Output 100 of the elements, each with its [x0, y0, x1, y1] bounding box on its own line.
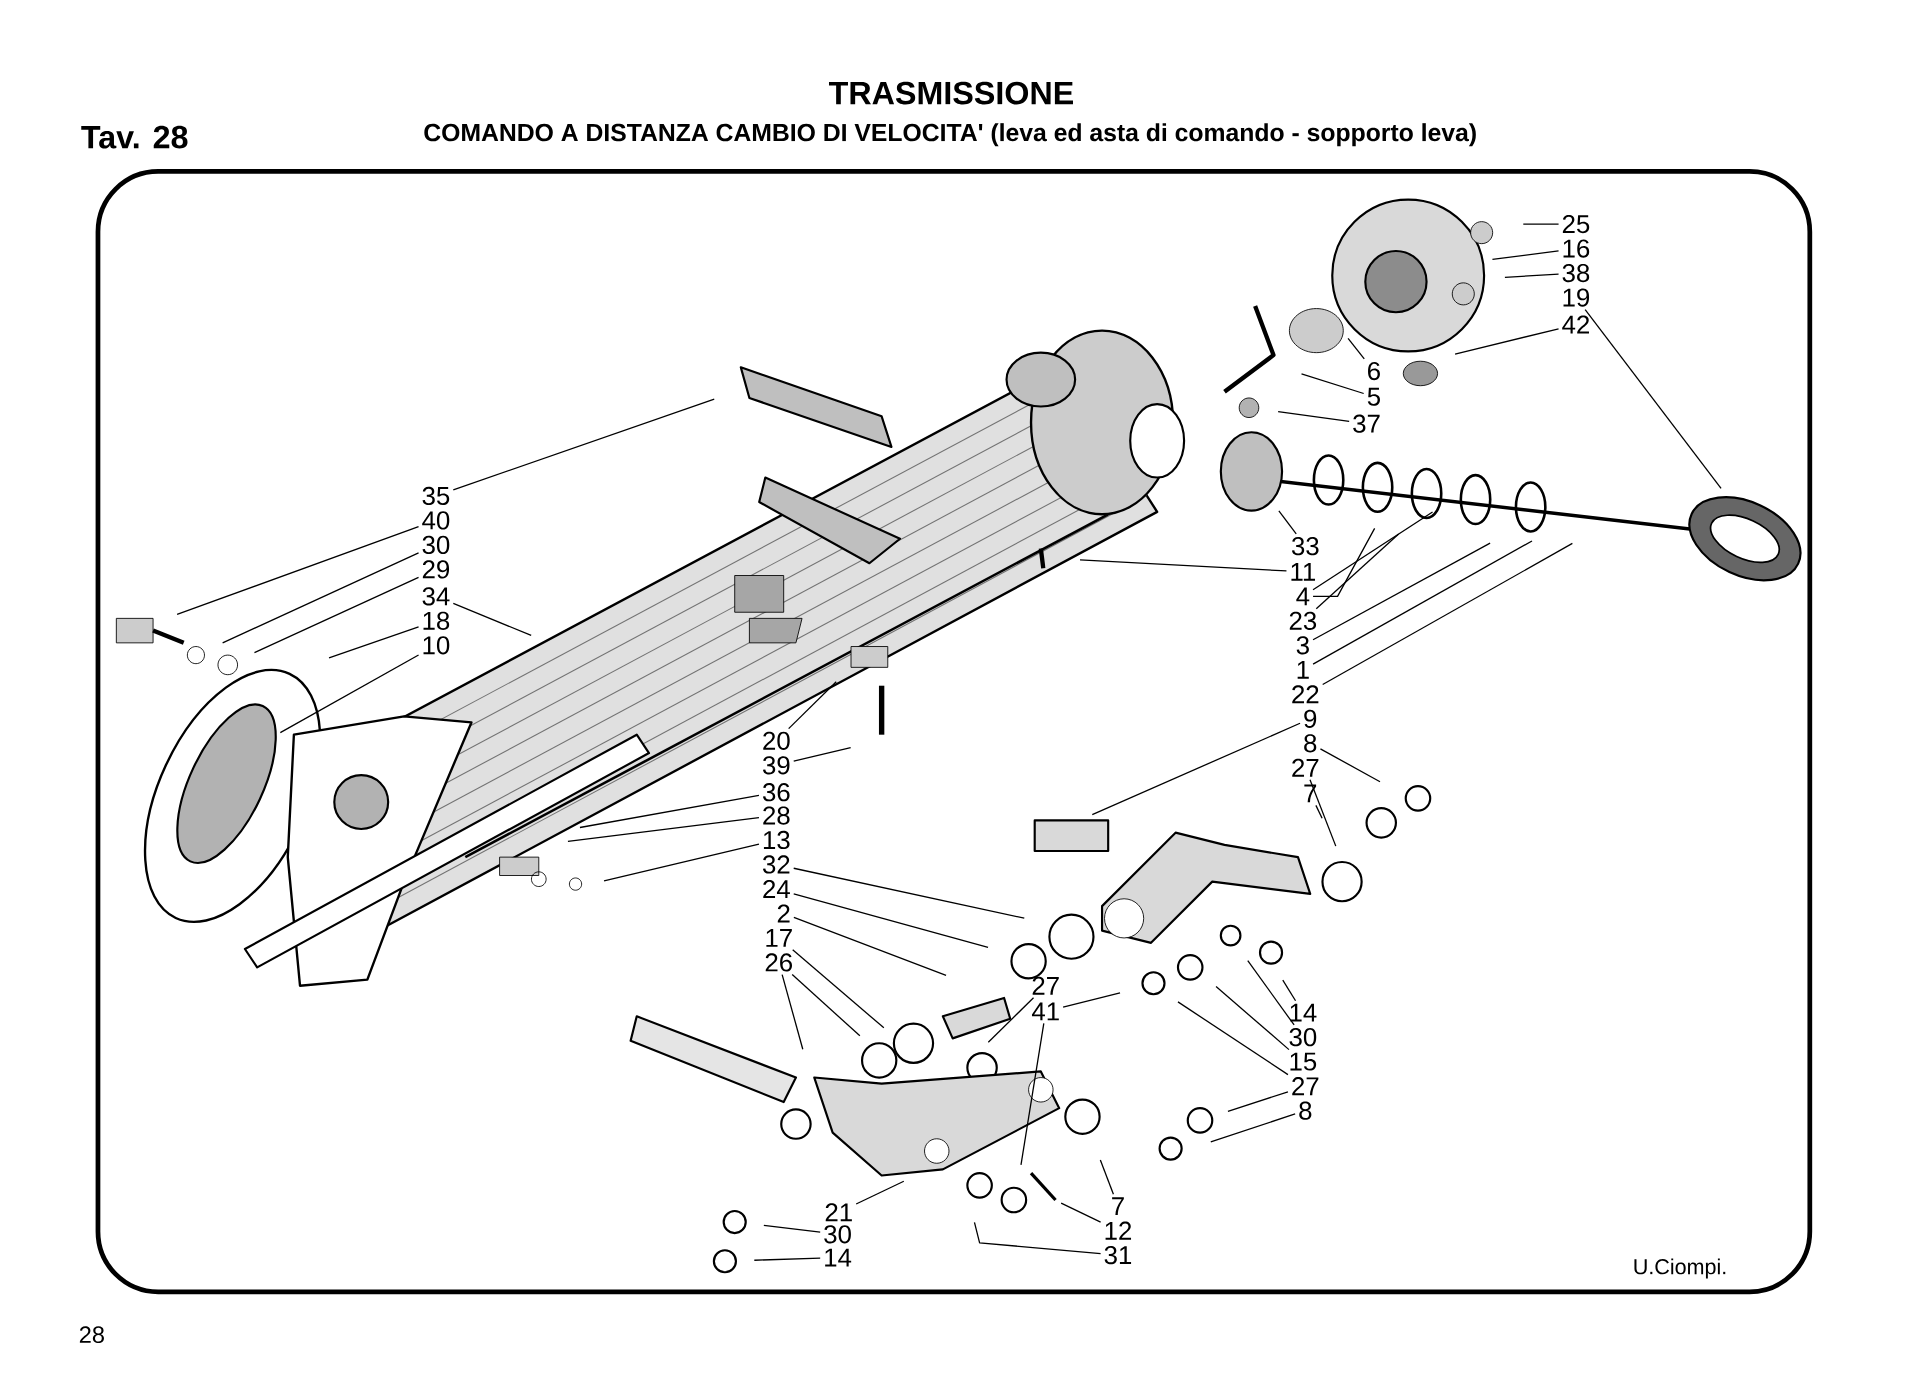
- callout-number: 8: [1304, 733, 1317, 753]
- leader-line: [792, 949, 885, 1029]
- callout-number: 17: [766, 928, 792, 947]
- leader-line: [452, 602, 532, 636]
- subtitle: COMANDO A DISTANZA CAMBIO DI VELOCITA' (leva ed asta di comando - sopporto leva): [424, 122, 1476, 146]
- leader-line: [753, 1257, 821, 1261]
- plate-number: Tav. 28: [81, 125, 188, 149]
- leader-line: [763, 1224, 821, 1233]
- leader-line: [1347, 337, 1365, 360]
- callout-number: 13: [763, 830, 790, 849]
- callout-number: 42: [1562, 315, 1589, 334]
- leader-line: [176, 525, 420, 615]
- leader-line: [1227, 1090, 1289, 1112]
- callout-number: 22: [1292, 685, 1319, 704]
- callout-number: 20: [763, 731, 790, 750]
- leader-line: [1309, 778, 1337, 847]
- callout-number: 25: [1562, 214, 1590, 233]
- leader-line: [1322, 542, 1574, 685]
- signature: U.Ciompi.: [1634, 1258, 1726, 1279]
- callout-number: 7: [1112, 1197, 1124, 1215]
- callout-number: 24: [763, 879, 790, 898]
- leader-line: [788, 680, 837, 730]
- callout-number: 4: [1296, 587, 1310, 605]
- callout-number: 38: [1562, 263, 1590, 282]
- leader-line: [1300, 372, 1365, 394]
- leader-line: [1312, 542, 1491, 641]
- title: TRASMISSIONE: [829, 81, 1073, 105]
- leader-line: [603, 843, 760, 882]
- leader-line: [1315, 804, 1323, 819]
- page-number: 28: [79, 1326, 104, 1343]
- callout-number: 27: [1292, 758, 1319, 777]
- leader-line: [781, 973, 804, 1050]
- leader-line: [279, 654, 420, 734]
- callout-number: 30: [824, 1224, 851, 1244]
- callout-number: 14: [1290, 1003, 1317, 1022]
- callout-number: 29: [422, 560, 450, 579]
- callout-number: 30: [422, 535, 450, 554]
- leader-line: [1312, 511, 1434, 591]
- callout-number: 9: [1304, 709, 1317, 728]
- callout-number: 3: [1296, 635, 1309, 655]
- leader-line: [452, 398, 715, 491]
- callout-number: 34: [422, 586, 450, 606]
- callout-number: 31: [1104, 1245, 1132, 1264]
- leader-line: [987, 996, 1035, 1043]
- callout-number: 33: [1291, 536, 1319, 555]
- callout-number: 8: [1299, 1101, 1312, 1120]
- callout-number: 23: [1289, 611, 1317, 630]
- callout-number: 1: [1297, 660, 1309, 679]
- leader-line: [793, 746, 852, 762]
- callout-number: 15: [1290, 1052, 1317, 1071]
- callout-number: 11: [1291, 562, 1315, 581]
- leader-line: [1454, 327, 1560, 355]
- leader-line: [791, 973, 861, 1037]
- callout-number: 5: [1367, 387, 1380, 406]
- callout-number: 41: [1032, 1002, 1059, 1021]
- leader-line: [1522, 223, 1560, 225]
- leader-line: [1282, 979, 1297, 1002]
- leader-line: [1278, 510, 1297, 535]
- callout-number: 39: [762, 755, 790, 775]
- leader-line: [1062, 991, 1121, 1008]
- callout-number: 27: [1032, 976, 1059, 995]
- leader-line: [1491, 249, 1560, 260]
- leader-line: [1020, 1022, 1045, 1166]
- leader-line: [1312, 540, 1533, 665]
- leader-line: [793, 916, 947, 976]
- leader-line: [1277, 410, 1350, 422]
- leader-line: [1215, 985, 1290, 1051]
- leader-line: [1099, 1159, 1115, 1195]
- callout-number: 30: [1289, 1027, 1317, 1047]
- leader-line: [328, 625, 420, 659]
- callout-number: 26: [765, 953, 792, 972]
- leader-line: [1210, 1113, 1296, 1143]
- leader-line: [1060, 1202, 1102, 1223]
- leader-line: [567, 816, 760, 842]
- callout-number: 36: [762, 782, 790, 802]
- leader-line: [579, 794, 760, 828]
- leader-line: [793, 867, 1025, 919]
- leader-line: [973, 1221, 1102, 1254]
- leader-line: [1584, 308, 1722, 489]
- callout-number: 27: [1292, 1076, 1319, 1095]
- callout-number: 14: [825, 1248, 852, 1267]
- leader-line: [793, 892, 989, 948]
- callout-number: 7: [1304, 784, 1317, 803]
- leader-line: [1504, 273, 1560, 278]
- callout-number: 12: [1105, 1221, 1132, 1240]
- callout-number: 2: [777, 904, 790, 923]
- leader-line: [253, 576, 420, 654]
- callout-number: 6: [1368, 361, 1380, 380]
- callout-number: 19: [1563, 288, 1590, 307]
- callout-number: 10: [423, 635, 450, 655]
- callout-number: 32: [762, 855, 790, 874]
- leader-line: [1315, 533, 1400, 610]
- leader-line: [1247, 959, 1295, 1026]
- leader-line: [1079, 559, 1288, 572]
- callout-number: 40: [422, 511, 450, 530]
- leader-line: [1177, 1001, 1289, 1076]
- callout-number: 35: [422, 486, 450, 505]
- leader-line: [1312, 527, 1376, 597]
- callout-number: 18: [423, 611, 450, 630]
- leader-line: [1319, 748, 1381, 783]
